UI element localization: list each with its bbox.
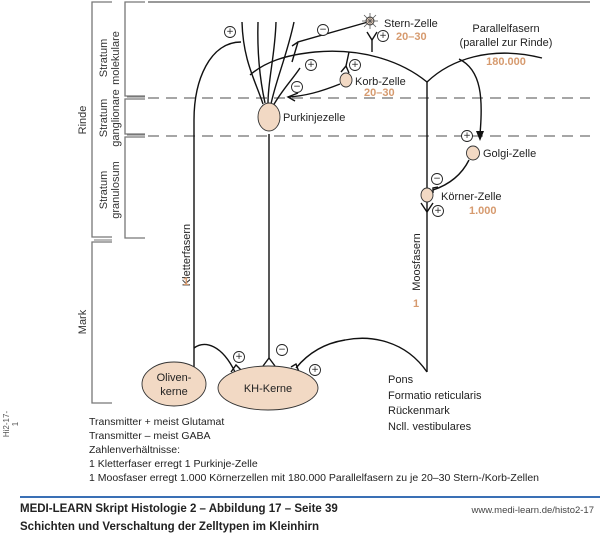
sign-minus-purkinje-kh: − (276, 344, 288, 356)
label-stern-zelle: Stern-Zelle (384, 18, 438, 30)
golgi-zelle (466, 145, 480, 161)
svg-text:molekulare: molekulare (110, 31, 122, 85)
purkinje-zelle (257, 102, 281, 132)
source-item: Ncll. vestibulares (388, 420, 472, 433)
label-korb-zelle: Korb-Zelle (355, 76, 406, 88)
label-olivenkerne-2: kerne (160, 386, 188, 398)
label-koerner-zelle: Körner-Zelle (441, 191, 502, 203)
kh-kerne (217, 365, 319, 411)
label-kletterfasern: Kletterfasern (181, 224, 193, 286)
figure-id: Hi2-17-1 (2, 410, 20, 438)
sign-plus-moos-kh: + (309, 364, 321, 376)
parallelfaser-right (426, 52, 543, 83)
svg-text:−: − (319, 25, 327, 35)
layer-label-ganglionare: Stratum ganglionare (98, 89, 122, 147)
svg-text:+: + (311, 365, 319, 375)
bracket-molekulare (124, 1, 145, 97)
svg-text:+: + (379, 31, 387, 41)
sign-plus-kletter-purkinje: + (224, 26, 236, 38)
legend-line: Zahlenverhältnisse: (89, 444, 181, 456)
label-olivenkerne-1: Oliven- (157, 372, 192, 384)
sign-minus-golgi-koerner: − (431, 173, 443, 185)
svg-text:granulosum: granulosum (110, 161, 122, 218)
svg-text:+: + (463, 131, 471, 141)
svg-text:Stratum: Stratum (98, 171, 110, 210)
bracket-granulosum (124, 136, 145, 239)
svg-text:−: − (278, 345, 286, 355)
bracket-ganglionare (124, 98, 145, 135)
region-label-mark: Mark (77, 309, 89, 334)
layer-label-granulosum: Stratum granulosum (98, 161, 122, 218)
legend-line: Transmitter – meist GABA (89, 430, 211, 442)
svg-text:Stratum: Stratum (98, 39, 110, 78)
sign-plus-golgi: + (461, 130, 473, 142)
korbzelle-axon (287, 83, 341, 98)
svg-text:+: + (434, 206, 442, 216)
purkinje-dendrites (241, 21, 301, 107)
count-moosfasern: 1 (413, 298, 419, 310)
footer-title: MEDI-LEARN Skript Histologie 2 – Abbildu… (20, 503, 338, 515)
count-korb-zelle: 20–30 (364, 87, 395, 99)
koerner-zelle (420, 187, 434, 203)
stern-zelle (362, 13, 378, 29)
bracket-mark (91, 241, 112, 404)
sign-plus-stern: + (377, 30, 389, 42)
label-moosfasern: Moosfasern (411, 233, 423, 290)
footer-divider (20, 496, 600, 498)
count-stern-zelle: 20–30 (396, 31, 427, 43)
sign-plus-oliven-kh: + (233, 351, 245, 363)
svg-text:+: + (307, 60, 315, 70)
mossy-fiber-sources: Pons Formatio reticularis Rückenmark Ncl… (388, 373, 482, 435)
parallelfaser-golgi-branch (458, 58, 482, 135)
golgizelle-axon (432, 159, 470, 191)
svg-text:+: + (235, 352, 243, 362)
kletterfaser-collateral (193, 343, 236, 373)
svg-text:+: + (351, 60, 359, 70)
count-koerner-zelle: 1.000 (469, 205, 497, 217)
parallelfaser-left (249, 50, 428, 83)
sign-plus-parallel-purkinje: + (305, 59, 317, 71)
legend: Transmitter + meist Glutamat Transmitter… (89, 415, 539, 485)
svg-text:−: − (433, 174, 441, 184)
region-label-rinde: Rinde (77, 106, 89, 135)
bracket-rinde (91, 1, 112, 238)
label-kh-kerne: KH-Kerne (244, 383, 292, 395)
footer-subtitle: Schichten und Verschaltung der Zelltypen… (20, 521, 320, 533)
label-parallelfasern-note: (parallel zur Rinde) (460, 37, 553, 49)
sign-minus-stern-purkinje: − (317, 24, 329, 36)
source-item: Pons (388, 374, 414, 386)
footer-url-link[interactable]: www.medi-learn.de/histo2-17 (471, 505, 594, 516)
legend-line: Transmitter + meist Glutamat (89, 416, 225, 428)
legend-line: 1 Moosfaser erregt 1.000 Körnerzellen mi… (89, 472, 539, 484)
label-parallelfasern: Parallelfasern (472, 23, 539, 35)
count-parallelfasern: 180.000 (486, 56, 526, 68)
sign-plus-korb: + (349, 59, 361, 71)
svg-text:Stratum: Stratum (98, 99, 110, 138)
sign-minus-korb-purkinje: − (291, 81, 303, 93)
svg-text:−: − (293, 82, 301, 92)
moosfaser-collateral (295, 337, 428, 373)
layer-label-molekulare: Stratum molekulare (98, 31, 122, 85)
svg-text:ganglionare: ganglionare (110, 89, 122, 147)
legend-line: 1 Kletterfaser erregt 1 Purkinje-Zelle (89, 458, 258, 470)
olivenkerne (141, 361, 207, 407)
sign-plus-moos-koerner: + (432, 205, 444, 217)
svg-text:+: + (226, 27, 234, 37)
source-item: Rückenmark (388, 405, 450, 417)
korb-zelle (339, 72, 353, 88)
sternzelle-axon (291, 21, 369, 63)
source-item: Formatio reticularis (388, 389, 482, 402)
count-kletterfasern: 1 (183, 276, 189, 288)
label-purkinje-zelle: Purkinjezelle (283, 112, 345, 124)
kletterfaser (193, 41, 242, 382)
label-golgi-zelle: Golgi-Zelle (483, 148, 536, 160)
purkinje-synapse (262, 356, 276, 367)
